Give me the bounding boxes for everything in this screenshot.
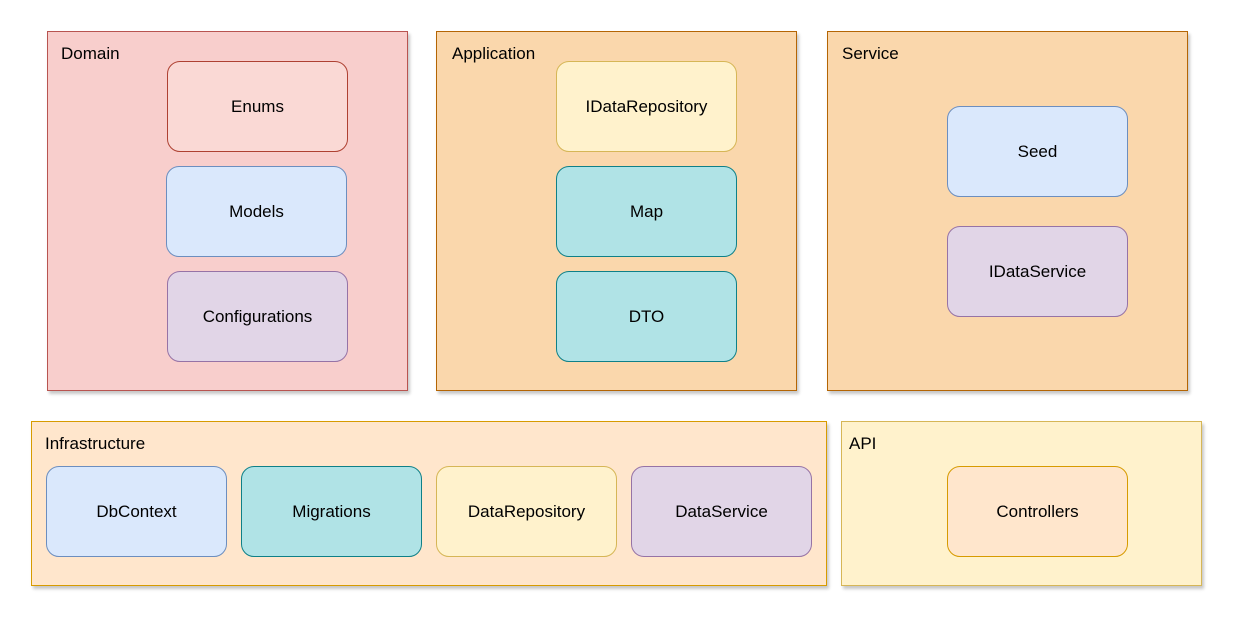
idatarepository-node-label: IDataRepository: [585, 96, 708, 116]
configurations-node[interactable]: Configurations: [167, 271, 348, 362]
service-layer-container: Service: [827, 31, 1188, 391]
dto-node[interactable]: DTO: [556, 271, 737, 362]
map-node[interactable]: Map: [556, 166, 737, 257]
idataservice-node[interactable]: IDataService: [947, 226, 1128, 317]
domain-layer-label: Domain: [61, 44, 120, 63]
models-node-label: Models: [229, 201, 284, 221]
service-layer-label: Service: [842, 44, 899, 63]
idatarepository-node[interactable]: IDataRepository: [556, 61, 737, 152]
enums-node-label: Enums: [231, 96, 284, 116]
migrations-node-label: Migrations: [292, 501, 371, 521]
dto-node-label: DTO: [628, 306, 665, 326]
dataservice-node-label: DataService: [675, 501, 768, 521]
configurations-node-label: Configurations: [202, 306, 313, 326]
datarepository-node[interactable]: DataRepository: [436, 466, 617, 557]
models-node[interactable]: Models: [166, 166, 347, 257]
api-layer-label: API: [849, 434, 877, 453]
dbcontext-node[interactable]: DbContext: [46, 466, 227, 557]
idataservice-node-label: IDataService: [988, 261, 1087, 281]
application-layer-label: Application: [452, 44, 536, 63]
controllers-node-label: Controllers: [996, 501, 1079, 521]
seed-node[interactable]: Seed: [947, 106, 1128, 197]
dataservice-node[interactable]: DataService: [631, 466, 812, 557]
seed-node-label: Seed: [1017, 141, 1058, 161]
enums-node[interactable]: Enums: [167, 61, 348, 152]
map-node-label: Map: [629, 201, 664, 221]
dbcontext-node-label: DbContext: [96, 501, 177, 521]
infrastructure-layer-label: Infrastructure: [45, 434, 146, 453]
datarepository-node-label: DataRepository: [467, 501, 586, 521]
migrations-node[interactable]: Migrations: [241, 466, 422, 557]
controllers-node[interactable]: Controllers: [947, 466, 1128, 557]
